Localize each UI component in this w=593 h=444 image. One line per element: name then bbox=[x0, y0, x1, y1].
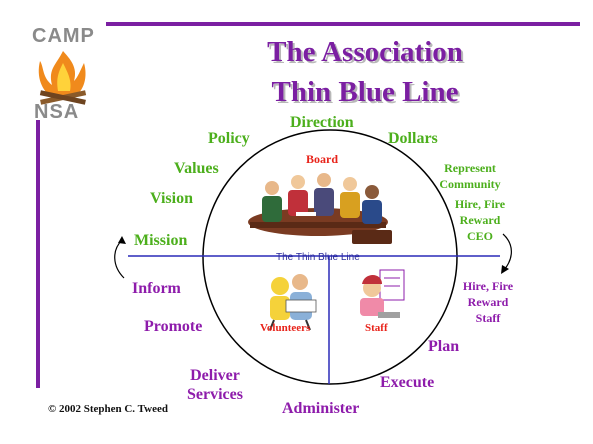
term-hire-fire-ceo: Hire, Fire Reward CEO bbox=[438, 196, 522, 244]
term-promote: Promote bbox=[144, 318, 203, 335]
term-hire-fire-staff: Hire, Fire Reward Staff bbox=[448, 278, 528, 326]
term-execute: Execute bbox=[380, 374, 435, 391]
term-administer: Administer bbox=[282, 400, 360, 417]
term-hire-fire-staff-1: Hire, Fire bbox=[462, 279, 514, 293]
board-label: Board bbox=[306, 152, 339, 166]
copyright-text: © 2002 Stephen C. Tweed bbox=[48, 403, 168, 415]
logo-bottom-text: NSA bbox=[34, 101, 80, 123]
term-hire-fire-staff-2: Reward bbox=[467, 295, 509, 309]
frame-left-bar bbox=[36, 120, 40, 388]
term-inform: Inform bbox=[132, 280, 181, 297]
left-curved-arrow-icon bbox=[114, 239, 125, 279]
organization-circle bbox=[202, 129, 458, 385]
right-curved-arrow-icon bbox=[502, 233, 512, 271]
campfire-logo-icon bbox=[38, 51, 87, 105]
camp-nsa-logo: CAMP NSA bbox=[30, 25, 96, 125]
term-community: Community bbox=[439, 177, 501, 191]
volunteers-label: Volunteers bbox=[260, 322, 311, 334]
logo-top-text: CAMP bbox=[32, 25, 95, 47]
board-meeting-clipart bbox=[248, 173, 392, 244]
term-values: Values bbox=[174, 160, 219, 177]
term-represent: Represent bbox=[444, 161, 496, 175]
term-hire-fire-ceo-1: Hire, Fire bbox=[454, 197, 506, 211]
staff-clipart bbox=[360, 269, 405, 318]
thin-blue-line-label: The Thin Blue Line bbox=[276, 252, 360, 263]
term-deliver: Deliver bbox=[190, 367, 240, 384]
term-plan: Plan bbox=[428, 338, 460, 355]
term-direction: Direction bbox=[290, 114, 354, 131]
term-mission: Mission bbox=[134, 232, 188, 249]
volunteers-clipart bbox=[269, 274, 317, 331]
term-services: Services bbox=[187, 386, 243, 403]
title-line-1: The Association bbox=[267, 36, 463, 68]
term-represent-community: Represent Community bbox=[420, 160, 520, 192]
term-deliver-services: Deliver Services bbox=[170, 366, 260, 404]
term-hire-fire-ceo-2: Reward bbox=[459, 213, 501, 227]
staff-label: Staff bbox=[365, 322, 388, 334]
term-dollars: Dollars bbox=[388, 130, 438, 147]
term-vision: Vision bbox=[150, 190, 193, 207]
term-hire-fire-ceo-3: CEO bbox=[466, 229, 493, 243]
term-hire-fire-staff-3: Staff bbox=[475, 311, 501, 325]
title-line-2: Thin Blue Line bbox=[271, 76, 459, 108]
frame-top-bar bbox=[106, 22, 580, 26]
term-policy: Policy bbox=[208, 130, 250, 147]
